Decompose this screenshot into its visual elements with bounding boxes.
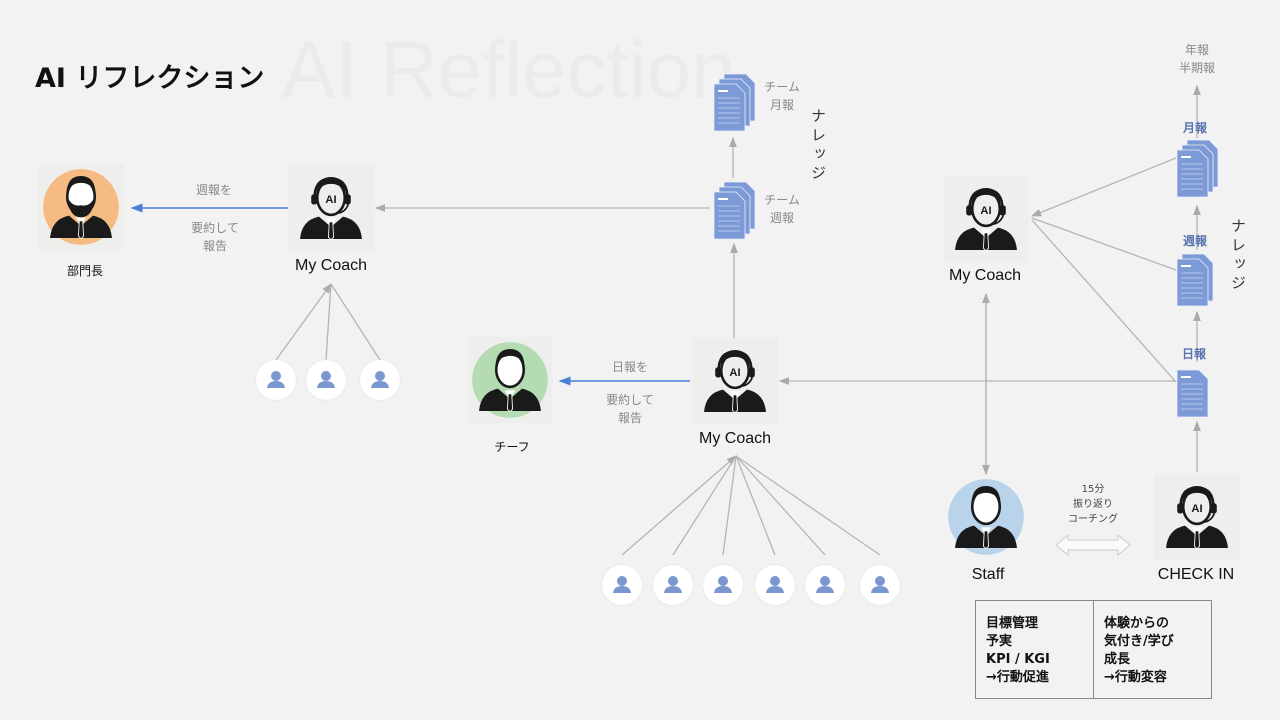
checkin-label: CHECK IN <box>1157 566 1235 583</box>
watermark: AI Reflection <box>282 25 736 114</box>
member-link <box>275 282 332 361</box>
member-link <box>621 455 737 556</box>
table-cell-line: 気付き/学び <box>1104 634 1174 649</box>
member-link <box>325 283 332 361</box>
person-icon <box>714 576 732 593</box>
person-icon <box>766 576 784 593</box>
document-stack-icon <box>712 180 758 240</box>
doc-label: 週報 <box>1182 234 1208 248</box>
person-icon <box>371 371 389 388</box>
person-icon: AI <box>300 177 362 241</box>
chief-avatar <box>467 337 553 423</box>
person-icon: AI <box>1166 486 1228 550</box>
edge-label: 報告 <box>617 411 643 425</box>
person-icon <box>871 576 889 593</box>
doc-label: 月報 <box>769 98 795 112</box>
svg-text:AI: AI <box>1191 503 1202 515</box>
member-icon <box>703 565 743 605</box>
coach-label: My Coach <box>294 257 368 274</box>
knowledge-link <box>1031 217 1177 271</box>
doc-label: チーム <box>764 80 800 94</box>
person-icon <box>948 479 1024 555</box>
coach-label: My Coach <box>698 430 772 447</box>
dept-head-avatar <box>38 164 124 250</box>
coach-avatar: AI <box>692 338 778 424</box>
goal-management-column: 目標管理 予実 KPI / KGI →行動促進 <box>976 601 1093 698</box>
person-icon: AI <box>704 350 766 414</box>
member-link <box>735 455 881 556</box>
knowledge-label: ナレッジ <box>1229 218 1247 294</box>
doc-label: 半期報 <box>1178 61 1216 75</box>
table-cell-line: 予実 <box>986 634 1013 649</box>
svg-text:AI: AI <box>980 205 991 217</box>
table-cell-line: 成長 <box>1104 652 1131 667</box>
edge-label: 要約して <box>191 221 239 235</box>
person-icon <box>472 342 548 418</box>
member-icon <box>602 565 642 605</box>
table-cell-line: →行動変容 <box>1104 670 1167 685</box>
dept-head-label: 部門長 <box>66 264 104 278</box>
table-cell-line: KPI / KGI <box>986 652 1050 667</box>
coaching-line: 振り返り <box>1073 499 1113 510</box>
person-icon <box>664 576 682 593</box>
member-icon <box>360 360 400 400</box>
coaching-label: 15分 振り返り コーチング <box>1068 482 1118 527</box>
staff-avatar <box>943 474 1029 560</box>
learning-column: 体験からの 気付き/学び 成長 →行動変容 <box>1093 601 1211 698</box>
document-stack-icon <box>1175 252 1221 312</box>
edge-label: 要約して <box>606 393 654 407</box>
person-icon <box>43 169 119 245</box>
member-icon <box>755 565 795 605</box>
doc-label: 週報 <box>769 211 795 225</box>
coaching-line: コーチング <box>1068 514 1118 525</box>
table-cell-line: 体験からの <box>1104 616 1170 631</box>
coach-label: My Coach <box>948 267 1022 284</box>
member-link <box>330 283 381 361</box>
edge-label: 報告 <box>202 239 228 253</box>
member-icon <box>860 565 900 605</box>
double-arrow-icon <box>1055 533 1131 557</box>
staff-label: Staff <box>971 566 1005 583</box>
table-cell-line: →行動促進 <box>986 670 1049 685</box>
person-icon <box>317 371 335 388</box>
document-stack-icon <box>1175 138 1221 198</box>
coach-avatar: AI <box>288 165 374 251</box>
comparison-table: 目標管理 予実 KPI / KGI →行動促進 体験からの 気付き/学び 成長 … <box>975 600 1212 699</box>
doc-label: 年報 <box>1184 43 1210 57</box>
member-icon <box>653 565 693 605</box>
member-icon <box>306 360 346 400</box>
document-icon <box>1175 368 1221 428</box>
member-link <box>672 455 737 556</box>
knowledge-link <box>1031 219 1177 383</box>
person-icon: AI <box>955 188 1017 252</box>
doc-label: チーム <box>764 193 800 207</box>
doc-label: 日報 <box>1181 347 1207 361</box>
person-icon <box>613 576 631 593</box>
knowledge-link <box>1030 157 1177 217</box>
member-link <box>722 455 737 556</box>
table-cell-line: 目標管理 <box>986 616 1039 631</box>
person-icon <box>267 371 285 388</box>
member-link <box>735 455 826 556</box>
edge-label: 週報を <box>195 183 233 197</box>
doc-label: 月報 <box>1182 121 1208 135</box>
svg-text:AI: AI <box>325 194 336 206</box>
coaching-line: 15分 <box>1081 484 1105 495</box>
member-icon <box>256 360 296 400</box>
person-icon <box>816 576 834 593</box>
member-link <box>735 455 776 556</box>
coach-avatar: AI <box>943 176 1029 262</box>
checkin-avatar: AI <box>1154 474 1240 560</box>
knowledge-label: ナレッジ <box>809 108 827 184</box>
svg-text:AI: AI <box>729 367 740 379</box>
edge-label: 日報を <box>611 360 649 374</box>
document-stack-icon <box>712 72 758 132</box>
page-title: AI リフレクション <box>35 63 265 94</box>
member-icon <box>805 565 845 605</box>
chief-label: チーフ <box>494 440 530 454</box>
